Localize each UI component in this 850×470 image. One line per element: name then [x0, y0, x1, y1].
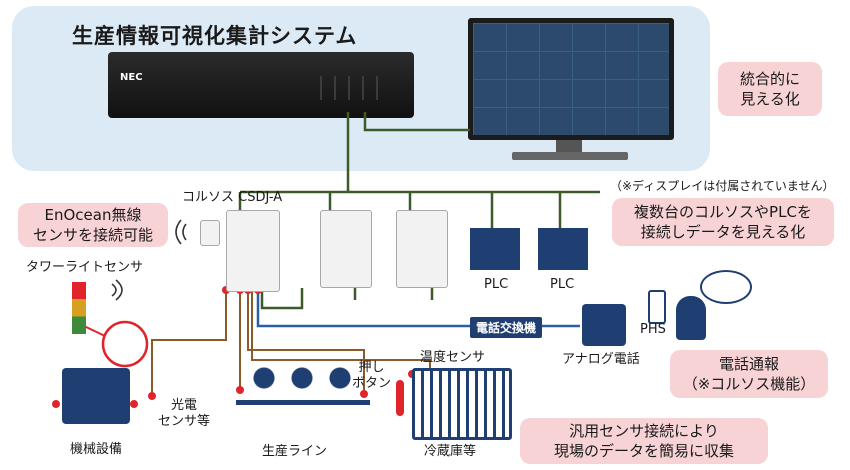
plc-device-1 [470, 228, 520, 270]
note-phone-report: 電話通報（※コルソス機能） [670, 350, 828, 398]
photo-sensor-label: 光電センサ等 [158, 398, 211, 429]
monitor-base [512, 152, 628, 160]
tower-light-highlight [101, 320, 149, 368]
lan-lines [238, 112, 600, 310]
tower-light-icon [72, 282, 86, 334]
note-generic-sensor: 汎用センサ接続により現場のデータを簡易に収集 [520, 418, 768, 464]
plc-label-2: PLC [550, 277, 575, 292]
production-workers-icon [246, 366, 356, 396]
highlight-pointer [83, 325, 106, 337]
note-integrated: 統合的に見える化 [718, 62, 822, 116]
fridge-label: 冷蔵庫等 [424, 444, 477, 459]
fridge-icon [412, 368, 512, 440]
person-phone-icon [676, 296, 706, 340]
temp-sensor-label: 温度センサ [420, 350, 486, 365]
analog-phone-icon [582, 304, 626, 346]
note-multi-units: 複数台のコルソスやPLCを接続しデータを見える化 [612, 198, 834, 246]
brand-logo: NEC [120, 72, 143, 83]
phs-icon [648, 290, 666, 324]
plc-label-1: PLC [484, 277, 509, 292]
wifi-icon [111, 219, 187, 301]
plc-device-2 [538, 228, 588, 270]
push-button-label: 押しボタン [352, 360, 392, 391]
tower-light-label: タワーライトセンサ [26, 260, 144, 275]
page-title: 生産情報可視化集計システム [72, 24, 358, 48]
monitor-stand [556, 140, 582, 154]
corusos-unit-2 [320, 210, 372, 288]
server-unit: NEC [108, 52, 414, 118]
phone-exchange-label: 電話交換機 [470, 317, 543, 338]
corusos-label: コルソス CSDJ-A [182, 190, 283, 205]
display-note: （※ディスプレイは付属されていません） [610, 179, 835, 193]
thermometer-icon [396, 380, 404, 416]
dashboard-screen [473, 23, 669, 135]
speech-bubble-icon [700, 270, 752, 304]
corusos-unit-3 [396, 210, 448, 288]
phs-label: PHS [640, 322, 666, 337]
machine-label: 機械設備 [70, 442, 123, 457]
production-table [236, 400, 370, 405]
enocean-receiver [200, 220, 220, 246]
monitor-screen [468, 18, 674, 140]
server-leds [320, 76, 380, 100]
machine-icon [62, 368, 130, 424]
note-enocean: EnOcean無線センサを接続可能 [18, 203, 168, 247]
corusos-unit-main [226, 210, 280, 292]
production-line-label: 生産ライン [262, 444, 328, 459]
analog-phone-label: アナログ電話 [562, 352, 640, 367]
